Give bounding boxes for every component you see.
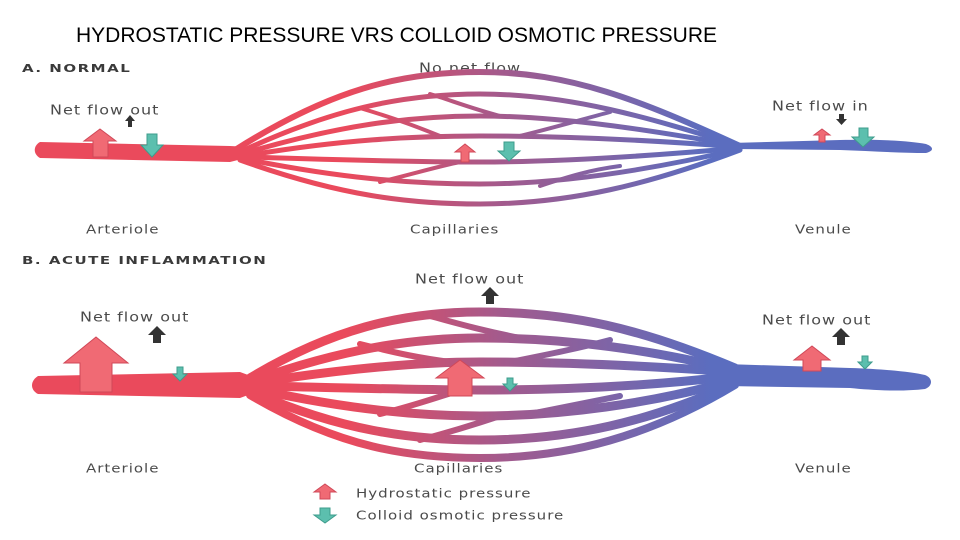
panel-a-capillary: [237, 147, 743, 207]
hydrostatic-arrow-icon: [453, 143, 477, 163]
colloid-arrow-icon: [139, 133, 165, 158]
panel-b-arteriole-label: Arteriole: [86, 461, 160, 476]
panel-a-capillary: [358, 106, 442, 138]
net-flow-up-icon: [832, 328, 850, 345]
panel-a-capillaries-label: Capillaries: [410, 222, 500, 237]
panel-b-capillary: [250, 333, 740, 385]
panel-b-heading: B. ACUTE INFLAMMATION: [22, 254, 268, 267]
panel-a-capillary: [538, 164, 622, 188]
panel-b-capillary: [507, 337, 613, 365]
panel-b-capillaries-label: Capillaries: [414, 461, 504, 476]
panel-a-capillary: [247, 145, 743, 165]
panel-a-capillary: [428, 92, 502, 118]
colloid-arrow-icon: [171, 366, 189, 382]
panel-b-venule-label: Venule: [795, 461, 852, 476]
panel-b-right-label: Net flow out: [762, 312, 872, 328]
panel-a-venule-label: Venule: [795, 222, 852, 237]
panel-a-capillary: [237, 91, 743, 155]
panel-b-vessels: [32, 307, 931, 463]
slide-title: HYDROSTATIC PRESSURE VRS COLLOID OSMOTIC…: [76, 24, 717, 47]
legend-hydrostatic-label: Hydrostatic pressure: [356, 486, 532, 501]
panel-b-capillary: [257, 371, 740, 395]
panel-b-venule: [725, 364, 931, 391]
legend-hydrostatic-icon: [312, 483, 338, 500]
net-flow-down-icon: [836, 114, 847, 125]
panel-b-capillary: [245, 307, 740, 383]
panel-b-capillary: [255, 375, 740, 421]
panel-a-capillary: [378, 160, 462, 184]
panel-a-capillary: [518, 110, 612, 138]
hydrostatic-arrow-icon: [434, 359, 486, 397]
panel-b-arteriole: [32, 372, 262, 398]
panel-a-heading: A. NORMAL: [22, 62, 132, 75]
net-flow-up-icon: [125, 115, 135, 127]
panel-a-capillary: [247, 133, 743, 158]
panel-a-venule: [730, 139, 932, 153]
panel-b-capillary: [517, 393, 623, 419]
panel-a-vessels: [34, 68, 932, 207]
hydrostatic-arrow-icon: [792, 345, 832, 372]
panel-a-capillary: [242, 113, 743, 156]
colloid-arrow-icon: [856, 355, 874, 370]
panel-b-capillary: [255, 357, 740, 387]
panel-a-arteriole: [34, 142, 250, 162]
panel-b-capillary: [250, 378, 740, 445]
panel-a-capillary: [242, 146, 743, 187]
legend-colloid-icon: [312, 507, 338, 524]
net-flow-up-icon: [481, 287, 499, 304]
panel-b-capillary: [357, 341, 453, 365]
panel-a-right-label: Net flow in: [772, 98, 869, 114]
panel-b-capillary: [246, 381, 739, 463]
colloid-arrow-icon: [501, 377, 519, 392]
panel-a-left-label: Net flow out: [50, 102, 160, 118]
panel-a-capillary: [232, 68, 743, 153]
panel-b-capillary: [427, 313, 523, 341]
hydrostatic-arrow-icon: [62, 336, 130, 393]
colloid-arrow-icon: [850, 127, 876, 148]
panel-b-left-label: Net flow out: [80, 309, 190, 325]
legend-colloid-label: Colloid osmotic pressure: [356, 508, 565, 523]
net-flow-up-icon: [148, 326, 166, 343]
panel-b-capillary: [417, 413, 503, 443]
panel-a-arteriole-label: Arteriole: [86, 222, 160, 237]
colloid-arrow-icon: [496, 141, 522, 162]
panel-b-center-label: Net flow out: [415, 271, 525, 287]
hydrostatic-arrow-icon: [812, 128, 832, 143]
hydrostatic-arrow-icon: [82, 128, 118, 158]
